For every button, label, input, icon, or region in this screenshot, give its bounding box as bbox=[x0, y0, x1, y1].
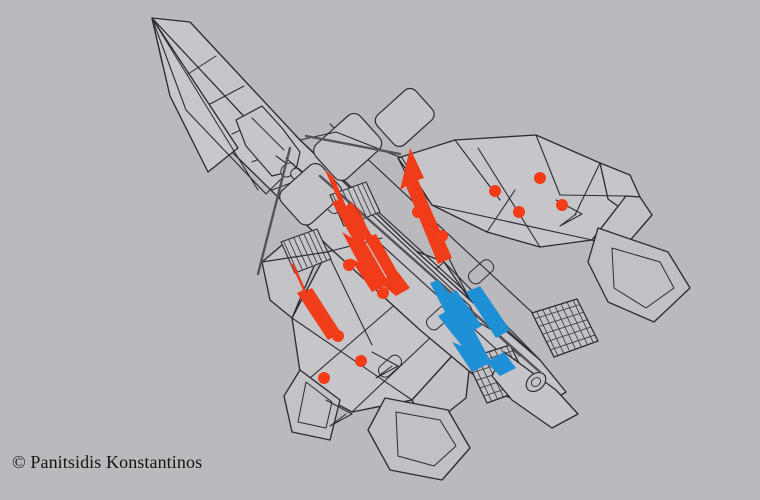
red-dot bbox=[377, 287, 389, 299]
ventral-fin-left-inner bbox=[297, 381, 333, 429]
blue-arrow-1-tail bbox=[466, 286, 510, 338]
right-tailfin bbox=[587, 227, 691, 323]
red-marker-dots bbox=[318, 172, 568, 384]
nose-cone bbox=[151, 17, 239, 173]
left-tailfin bbox=[367, 397, 471, 481]
strake-lower bbox=[256, 146, 292, 276]
blue-arrow-1 bbox=[430, 280, 516, 376]
copyright-notice: © Panitsidis Konstantinos bbox=[12, 452, 203, 472]
tail-sensor-inner bbox=[530, 377, 542, 387]
strake-spine bbox=[318, 174, 542, 374]
red-dot bbox=[412, 206, 424, 218]
red-dot bbox=[318, 372, 330, 384]
left-tailfin-inner bbox=[395, 411, 457, 467]
red-dot bbox=[436, 230, 448, 242]
bay-panel-3 bbox=[374, 87, 435, 148]
intake-bays bbox=[279, 87, 435, 226]
red-arrow-3 bbox=[356, 206, 402, 286]
bay-panel-1 bbox=[313, 112, 383, 182]
canopy bbox=[235, 105, 301, 177]
annotation-layer bbox=[290, 148, 568, 384]
red-dot bbox=[534, 172, 546, 184]
spine-line-3 bbox=[329, 123, 567, 345]
canopy-frame bbox=[251, 117, 285, 151]
chevron-left-wing bbox=[371, 351, 399, 379]
red-dot bbox=[556, 199, 568, 211]
chevron-right-wing bbox=[555, 199, 583, 227]
red-dot bbox=[489, 185, 501, 197]
red-dot bbox=[332, 330, 344, 342]
red-dot bbox=[355, 355, 367, 367]
chevron-left-wing-2 bbox=[325, 399, 353, 427]
red-dot bbox=[513, 206, 525, 218]
right-tailfin-inner bbox=[611, 247, 675, 309]
red-arrow-4 bbox=[290, 262, 341, 340]
red-dot bbox=[343, 259, 355, 271]
chine-line bbox=[299, 131, 337, 141]
strake-upper bbox=[304, 134, 402, 156]
